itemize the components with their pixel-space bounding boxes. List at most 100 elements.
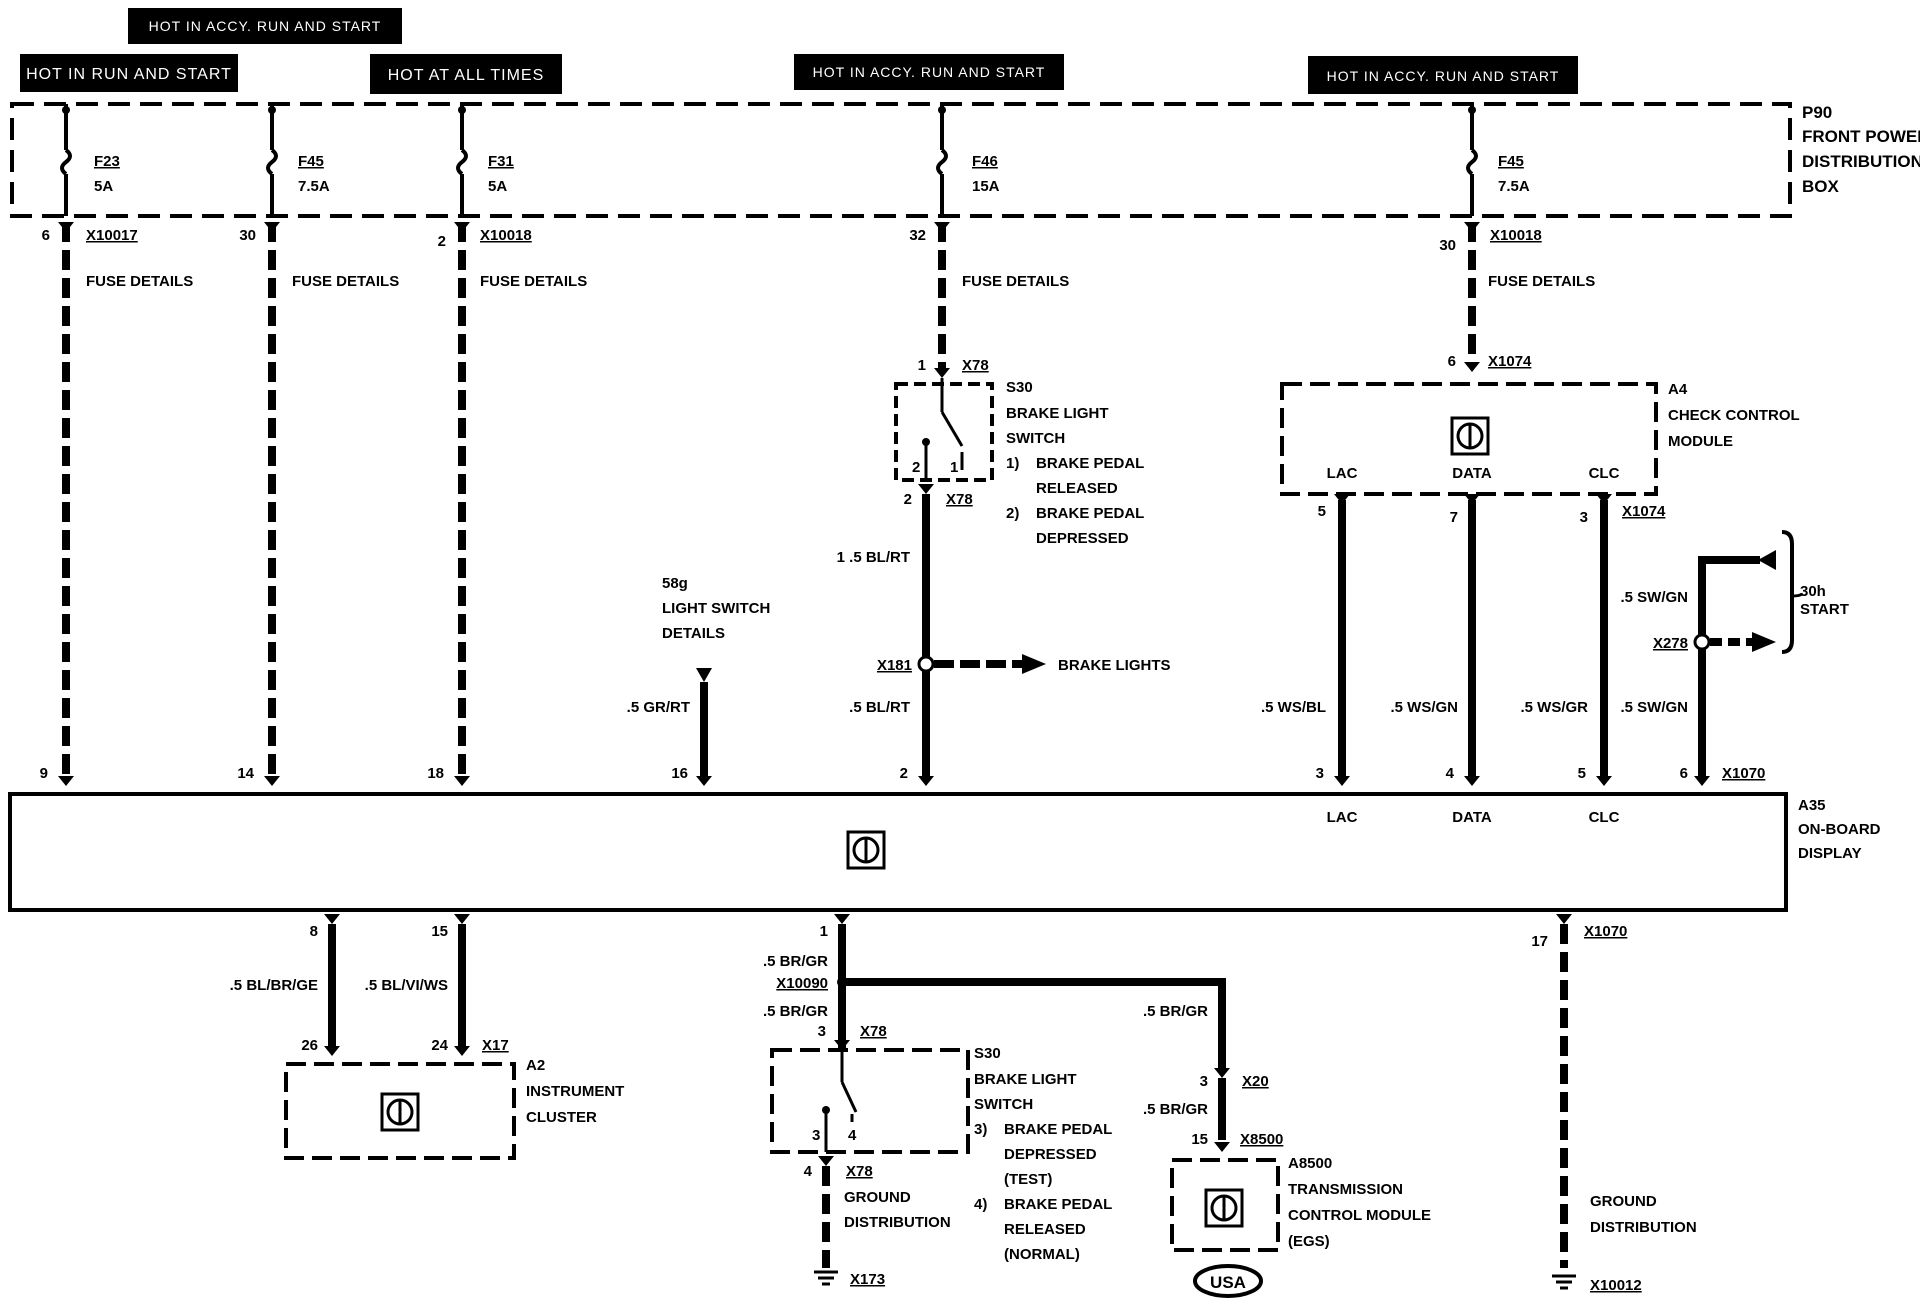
x10090-connector: X10090 bbox=[776, 975, 828, 992]
brake-lights-arrow bbox=[1022, 654, 1046, 674]
a2-pin-a: 26 bbox=[301, 1037, 318, 1054]
a4-in-arrow bbox=[1464, 362, 1480, 372]
fuse-5-pin: 30 bbox=[1439, 237, 1456, 254]
a2-wires bbox=[328, 924, 466, 1046]
s30-top-pin-b: 1 bbox=[950, 459, 958, 476]
a4-id: A4 bbox=[1668, 381, 1688, 398]
wire-sw-gn-top: .5 SW/GN bbox=[1620, 589, 1688, 606]
p90-box bbox=[10, 102, 1792, 218]
egs-wire bbox=[842, 978, 1226, 1068]
a8500-connector: X8500 bbox=[1240, 1131, 1283, 1148]
wire-br-gr-2: .5 BR/GR bbox=[763, 1003, 828, 1020]
s30-top-conn-out: X78 bbox=[946, 491, 973, 508]
s30-bottom-n3: 3) bbox=[974, 1121, 987, 1138]
wire-bl-rt-05: .5 BL/RT bbox=[849, 699, 910, 716]
fuse-1-name: F23 bbox=[94, 153, 120, 170]
a4-pin-clc: 3 bbox=[1580, 509, 1588, 526]
a4-data: DATA bbox=[1452, 465, 1492, 482]
fuse-5-name: F45 bbox=[1498, 153, 1524, 170]
start-bracket bbox=[1781, 530, 1794, 654]
s30-top-box bbox=[894, 382, 994, 482]
feed-wires bbox=[62, 222, 1476, 778]
ground-right-line1: GROUND bbox=[1590, 1193, 1657, 1210]
x173-connector: X173 bbox=[850, 1271, 885, 1288]
s30-bottom-pin-in: 3 bbox=[818, 1023, 826, 1040]
s30-bottom-pin-out: 4 bbox=[804, 1163, 813, 1180]
s30-bottom-state4a: BRAKE PEDAL bbox=[1004, 1196, 1112, 1213]
power-label-all-times: HOT AT ALL TIMES bbox=[370, 54, 562, 94]
power-label-run-start: HOT IN RUN AND START bbox=[20, 54, 238, 92]
a35-pin-5: 5 bbox=[1578, 765, 1586, 782]
fuse-2-details: FUSE DETAILS bbox=[292, 273, 399, 290]
a4-lac: LAC bbox=[1327, 465, 1358, 482]
a35-connector-top: X1070 bbox=[1722, 765, 1765, 782]
fuse-1-pin: 6 bbox=[42, 227, 50, 244]
s30-top-name2: SWITCH bbox=[1006, 430, 1065, 447]
a35-pin-16: 16 bbox=[671, 765, 688, 782]
a2-name2: CLUSTER bbox=[526, 1109, 597, 1126]
a2-name1: INSTRUMENT bbox=[526, 1083, 624, 1100]
fuse-2-name: F45 bbox=[298, 153, 324, 170]
start-bracket-tip bbox=[1791, 592, 1804, 598]
svg-text:HOT IN RUN AND START: HOT IN RUN AND START bbox=[26, 66, 232, 83]
fuse-3-name: F31 bbox=[488, 153, 514, 170]
wire-ws-bl: .5 WS/BL bbox=[1261, 699, 1326, 716]
a35-box bbox=[8, 792, 1788, 912]
start-wire bbox=[1698, 556, 1760, 778]
start-line1: 30h bbox=[1800, 583, 1826, 600]
a4-out-wires bbox=[1338, 500, 1608, 778]
s30-bottom-name2: SWITCH bbox=[974, 1096, 1033, 1113]
feed-arrows bbox=[58, 222, 1480, 232]
s30-top-pin-in: 1 bbox=[918, 357, 926, 374]
a8500-name3: (EGS) bbox=[1288, 1233, 1330, 1250]
light-switch-id: 58g bbox=[662, 575, 688, 592]
wire-bl-rt-1: 1 .5 BL/RT bbox=[837, 549, 910, 566]
light-switch-line2: DETAILS bbox=[662, 625, 725, 642]
usa-market-badge bbox=[1193, 1264, 1263, 1298]
s30-top-state2b: DEPRESSED bbox=[1036, 530, 1129, 547]
fuse-4-name: F46 bbox=[972, 153, 998, 170]
s30-top-id: S30 bbox=[1006, 379, 1033, 396]
s30-bottom-state4c: (NORMAL) bbox=[1004, 1246, 1080, 1263]
a8500-module-icon bbox=[1204, 1188, 1244, 1228]
s30-top-state2a: BRAKE PEDAL bbox=[1036, 505, 1144, 522]
p90-line1: FRONT POWER bbox=[1802, 127, 1920, 146]
a4-clc: CLC bbox=[1589, 465, 1620, 482]
a35-id: A35 bbox=[1798, 797, 1826, 814]
s30-top-pin-a: 2 bbox=[912, 459, 920, 476]
a4-pin-data: 7 bbox=[1450, 509, 1458, 526]
a35-pin-3: 3 bbox=[1316, 765, 1324, 782]
a35-top-arrows bbox=[58, 776, 1710, 786]
a35-bottom-arrows bbox=[324, 914, 1572, 924]
a2-connector: X17 bbox=[482, 1037, 509, 1054]
x181-connector: X181 bbox=[877, 657, 912, 674]
a35-connector-bottom: X1070 bbox=[1584, 923, 1627, 940]
s30-top-switch bbox=[924, 378, 964, 480]
p90-line3: BOX bbox=[1802, 177, 1840, 196]
a35-pin-2: 2 bbox=[900, 765, 908, 782]
fuse-2-pin: 30 bbox=[239, 227, 256, 244]
a35-data: DATA bbox=[1452, 809, 1492, 826]
wire-sw-gn-bot: .5 SW/GN bbox=[1620, 699, 1688, 716]
a35-pin-14: 14 bbox=[237, 765, 254, 782]
a8500-name2: CONTROL MODULE bbox=[1288, 1207, 1431, 1224]
a35-line1: ON-BOARD bbox=[1798, 821, 1881, 838]
s30-bottom-ground2: DISTRIBUTION bbox=[844, 1214, 951, 1231]
s30-bottom-state3c: (TEST) bbox=[1004, 1171, 1052, 1188]
x181-splice bbox=[917, 655, 935, 673]
s30-top-pin-out: 2 bbox=[904, 491, 912, 508]
a35-pin-18: 18 bbox=[427, 765, 444, 782]
a4-pin-lac: 5 bbox=[1318, 503, 1326, 520]
s30-top-contact-dot bbox=[922, 438, 930, 446]
s30-bottom-contact-dot bbox=[822, 1106, 830, 1114]
a4-out-arrows bbox=[1334, 494, 1612, 504]
a35-pin-9: 9 bbox=[40, 765, 48, 782]
start-line2: START bbox=[1800, 601, 1849, 618]
a35-pin-15: 15 bbox=[431, 923, 448, 940]
wire-gr-rt: .5 GR/RT bbox=[627, 699, 690, 716]
a35-pin-6: 6 bbox=[1680, 765, 1688, 782]
s30-top-state1a: BRAKE PEDAL bbox=[1036, 455, 1144, 472]
fuse-dots bbox=[62, 106, 1476, 114]
